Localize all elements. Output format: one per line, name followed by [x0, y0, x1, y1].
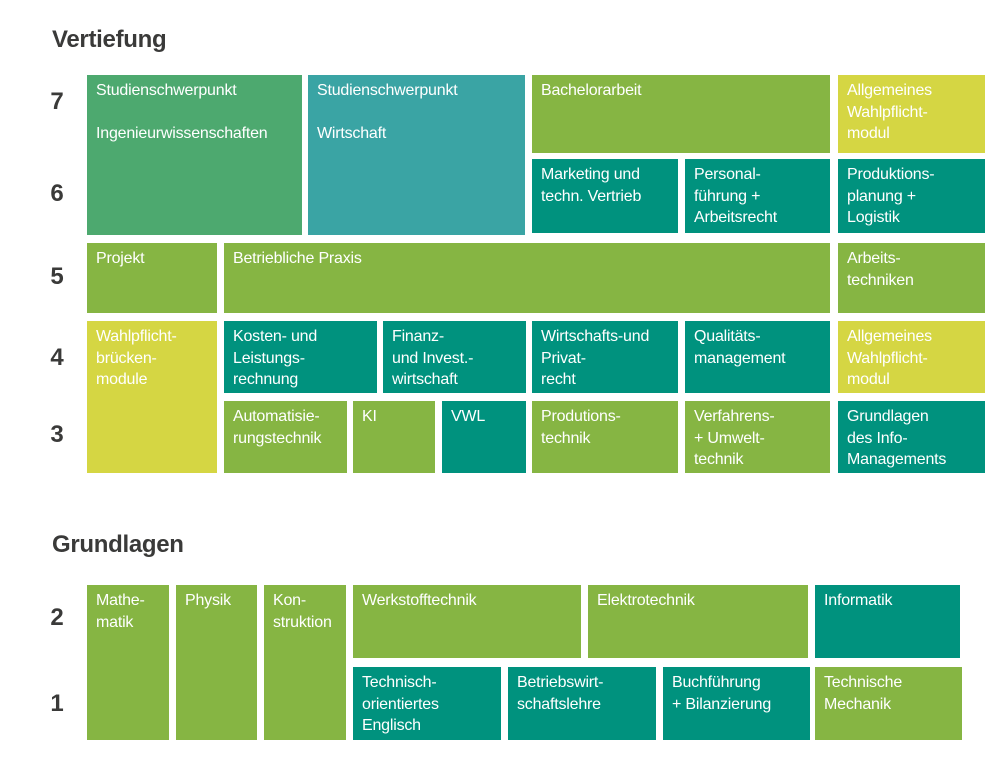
module-buchfuehrung-bilanzierung: Buchführung + Bilanzierung: [663, 667, 810, 740]
module-physik: Physik: [176, 585, 257, 740]
module-studienschwerpunkt-ingenieurwissenschaften: Studienschwerpunkt Ingenieurwissenschaft…: [87, 75, 302, 235]
module-produktionstechnik: Produtions- technik: [532, 401, 678, 473]
semester-label-5: 5: [50, 263, 64, 290]
section-title-vertiefung: Vertiefung: [52, 26, 167, 53]
module-personalfuehrung-arbeitsrecht: Personal- führung + Arbeitsrecht: [685, 159, 830, 233]
module-mathematik: Mathe- matik: [87, 585, 169, 740]
module-wirtschafts-privatrecht: Wirtschafts-und Privat- recht: [532, 321, 678, 393]
module-kosten-leistungsrechnung: Kosten- und Leistungs- rechnung: [224, 321, 377, 393]
module-konstruktion: Kon- struktion: [264, 585, 346, 740]
semester-label-4: 4: [50, 344, 64, 371]
semester-label-3: 3: [50, 421, 64, 448]
module-werkstofftechnik: Werkstofftechnik: [353, 585, 581, 658]
module-allgemeines-wahlpflichtmodul-7: Allgemeines Wahlpflicht- modul: [838, 75, 985, 153]
semester-label-7: 7: [50, 88, 64, 115]
section-title-grundlagen: Grundlagen: [52, 531, 184, 558]
module-projekt: Projekt: [87, 243, 217, 313]
module-bachelorarbeit: Bachelorarbeit: [532, 75, 830, 153]
module-grundlagen-info-managements: Grundlagen des Info- Managements: [838, 401, 985, 473]
module-elektrotechnik: Elektrotechnik: [588, 585, 808, 658]
module-marketing-techn-vertrieb: Marketing und techn. Vertrieb: [532, 159, 678, 233]
module-arbeitstechniken: Arbeits- techniken: [838, 243, 985, 313]
module-automatisierungstechnik: Automatisie- rungstechnik: [224, 401, 347, 473]
module-verfahrens-umwelttechnik: Verfahrens- + Umwelt- technik: [685, 401, 830, 473]
module-vwl: VWL: [442, 401, 526, 473]
module-technisch-orientiertes-englisch: Technisch- orientiertes Englisch: [353, 667, 501, 740]
module-allgemeines-wahlpflichtmodul-4: Allgemeines Wahlpflicht- modul: [838, 321, 985, 393]
module-informatik: Informatik: [815, 585, 960, 658]
module-betriebswirtschaftslehre: Betriebswirt- schaftslehre: [508, 667, 656, 740]
module-betriebliche-praxis: Betriebliche Praxis: [224, 243, 830, 313]
module-wahlpflichtbrueckenmodule: Wahlpflicht- brücken- module: [87, 321, 217, 473]
module-qualitaetsmanagement: Qualitäts- management: [685, 321, 830, 393]
module-ki: KI: [353, 401, 435, 473]
semester-label-6: 6: [50, 180, 64, 207]
semester-label-1: 1: [50, 690, 64, 717]
module-finanz-investwirtschaft: Finanz- und Invest.- wirtschaft: [383, 321, 526, 393]
module-studienschwerpunkt-wirtschaft: Studienschwerpunkt Wirtschaft: [308, 75, 525, 235]
semester-label-2: 2: [50, 604, 64, 631]
module-technische-mechanik: Technische Mechanik: [815, 667, 962, 740]
module-produktionsplanung-logistik: Produktions- planung + Logistik: [838, 159, 985, 233]
